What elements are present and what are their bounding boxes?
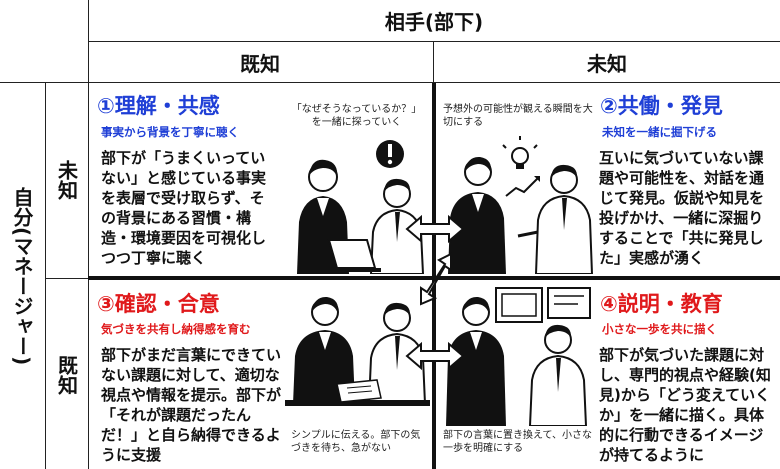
grid-top-row-divider [88,41,780,42]
q1-title: ①理解・共感 [97,94,220,118]
double-arrow-icon [405,214,465,244]
q3-illustration [285,296,430,406]
q3-subtitle: 気づきを共有し納得感を育む [101,322,251,336]
q2-subtitle: 未知を一緒に掘下げる [602,125,717,139]
q4-title: ④説明・教育 [600,292,723,316]
q2-illustration [448,136,594,274]
q4-illustration [446,287,591,426]
q1-body: 部下が「うまくいっていない」と感じている事実を表層で受け取らず、その背景にある習… [101,149,267,267]
q4-subtitle: 小さな一歩を共に描く [602,322,717,336]
q3-caption: シンプルに伝える。部下の気づきを待ち、急がない [291,430,421,454]
double-arrow-icon [420,252,452,306]
header-row-known: 既知 [54,354,79,395]
whiteboard-icon [495,287,591,323]
double-arrow-icon [405,341,465,371]
header-partner: 相手(部下) [384,10,484,34]
q1-subtitle: 事実から背景を丁寧に聴く [101,125,239,139]
q2-body: 互いに気づいていない課題や可能性を、対話を通じて発見。仮説や知見を投げかけ、一緒… [599,149,765,267]
quadrant-vertical-divider [432,83,436,469]
q1-illustration [297,140,425,274]
header-self-manager: 自分(マネージャー) [10,186,34,366]
q3-title: ③確認・合意 [97,292,220,316]
header-col-known: 既知 [240,51,280,76]
header-row-unknown: 未知 [54,160,79,200]
grid-header-mid-vertical [433,41,434,83]
q2-title: ②共働・発見 [600,94,723,118]
lightbulb-icon [502,136,538,169]
q1-caption: 「なぜそうなっているか？」を一緒に探っていく [291,104,422,128]
grid-left-vertical [45,83,46,469]
growth-chart-icon [505,176,540,197]
grid-main-vertical [88,0,89,469]
grid-left-row-divider [45,278,89,279]
header-col-unknown: 未知 [587,51,627,76]
grid-header-bottom [0,82,780,83]
q4-caption: 部下の言葉に置き換えて、小さな一歩を明確にする [443,430,592,454]
q3-body: 部下がまだ言葉にできていない課題に対して、適切な視点や情報を提示。部下が「それが… [101,346,282,464]
q2-caption: 予想外の可能性が観える瞬間を大切にする [443,104,593,128]
q4-body: 部下が気づいた課題に対し、専門的視点や経験(知見)から「どう変えていくか」を一緒… [599,346,771,464]
